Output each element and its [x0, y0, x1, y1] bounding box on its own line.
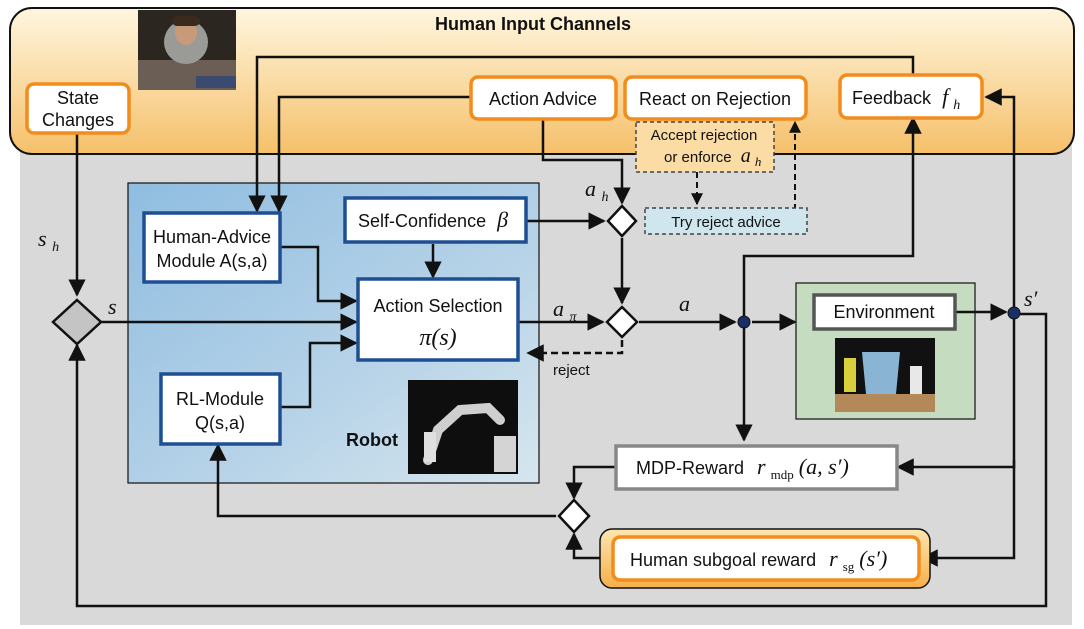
subgoal-reward-symbol: r: [829, 546, 838, 571]
feedback-box: Feedback f h: [838, 73, 984, 120]
robot-photo: [408, 380, 518, 474]
action-selection-label: Action Selection: [373, 296, 502, 316]
svg-text:a h: a h: [585, 176, 609, 205]
human-advice-line1: Human-Advice: [153, 227, 271, 247]
accept-rejection-box: Accept rejection or enforce a h: [635, 121, 775, 173]
environment-label: Environment: [833, 302, 934, 322]
s-prime-symbol: s′: [1024, 286, 1039, 311]
rl-module-line1: RL-Module: [176, 389, 264, 409]
human-advice-box: Human-Advice Module A(s,a): [142, 211, 282, 284]
reward-merge-diamond: [557, 498, 591, 534]
action-advice-label: Action Advice: [489, 89, 597, 109]
rl-module-line2: Q(s,a): [195, 413, 245, 433]
s-h-symbol: s: [38, 226, 47, 251]
feedback-subscript: h: [953, 98, 960, 113]
subgoal-reward-label: Human subgoal reward: [630, 550, 816, 570]
a-symbol: a: [679, 291, 690, 316]
a-h-symbol: a: [585, 176, 596, 201]
svg-text:Feedback f h: Feedback f h: [852, 84, 960, 113]
react-on-rejection-box: React on Rejection: [623, 75, 808, 121]
accept-rejection-line2: or enforce: [664, 149, 732, 166]
accept-rejection-symbol: a: [741, 145, 751, 167]
advice-gate-diamond: [606, 204, 638, 238]
action-split-node: [737, 315, 751, 329]
react-on-rejection-label: React on Rejection: [639, 89, 791, 109]
accept-rejection-line1: Accept rejection: [651, 127, 758, 144]
subgoal-reward-subscript: sg: [843, 559, 855, 574]
feedback-symbol: f: [942, 84, 951, 109]
svg-text:or enforce a h: or enforce a h: [664, 145, 761, 169]
mdp-reward-box: MDP-Reward r mdp (a, s′): [614, 444, 899, 491]
try-reject-box: Try reject advice: [644, 207, 808, 235]
svg-text:s h: s h: [38, 226, 59, 255]
mdp-reward-args: (a, s′): [799, 454, 849, 479]
human-photo: [138, 10, 236, 90]
svg-text:Human subgoal reward r: Human subgoal reward r sg (s′): [630, 546, 887, 575]
mdp-reward-symbol: r: [757, 454, 766, 479]
feedback-label: Feedback: [852, 88, 932, 108]
s-h-subscript: h: [52, 240, 59, 255]
state-split-node: [1007, 306, 1021, 320]
self-confidence-label: Self-Confidence: [358, 211, 486, 231]
action-selection-symbol: π(s): [419, 325, 456, 351]
a-pi-symbol: a: [553, 296, 564, 321]
rl-module-box: RL-Module Q(s,a): [159, 372, 282, 446]
gates: [51, 204, 639, 534]
try-reject-label: Try reject advice: [671, 214, 780, 231]
state-changes-line1: State: [57, 88, 99, 108]
action-selection-box: Action Selection π(s): [356, 277, 520, 362]
svg-text:Self-Confidence β: Self-Confidence β: [358, 207, 508, 232]
a-pi-subscript: π: [570, 310, 578, 325]
state-changes-box: State Changes: [25, 82, 131, 135]
subgoal-reward-panel: Human subgoal reward r sg (s′): [599, 528, 931, 589]
svg-text:MDP-Reward r mdp: MDP-Reward r mdp (a, s′): [636, 454, 849, 483]
state-merge-diamond: [51, 298, 103, 346]
action-advice-box: Action Advice: [469, 75, 618, 121]
a-h-subscript: h: [602, 190, 609, 205]
svg-text:a π: a π: [553, 296, 578, 325]
reject-line: [526, 340, 624, 362]
self-confidence-symbol: β: [496, 207, 508, 232]
self-confidence-box: Self-Confidence β: [343, 196, 528, 244]
subgoal-reward-args: (s′): [859, 546, 887, 571]
reject-label: reject: [553, 362, 591, 379]
accept-rejection-subscript: h: [755, 154, 762, 169]
environment-photo: [835, 338, 935, 412]
human-input-title: Human Input Channels: [435, 14, 631, 34]
dashed-connections: [691, 120, 801, 210]
s-symbol: s: [108, 294, 117, 319]
human-advice-line2: Module A(s,a): [156, 251, 267, 271]
mdp-reward-subscript: mdp: [771, 467, 794, 482]
state-changes-line2: Changes: [42, 110, 114, 130]
environment-box: Environment: [812, 293, 957, 331]
mdp-reward-label: MDP-Reward: [636, 458, 744, 478]
action-gate-diamond: [605, 305, 639, 339]
robot-label: Robot: [346, 430, 398, 450]
connections: [68, 55, 1048, 608]
